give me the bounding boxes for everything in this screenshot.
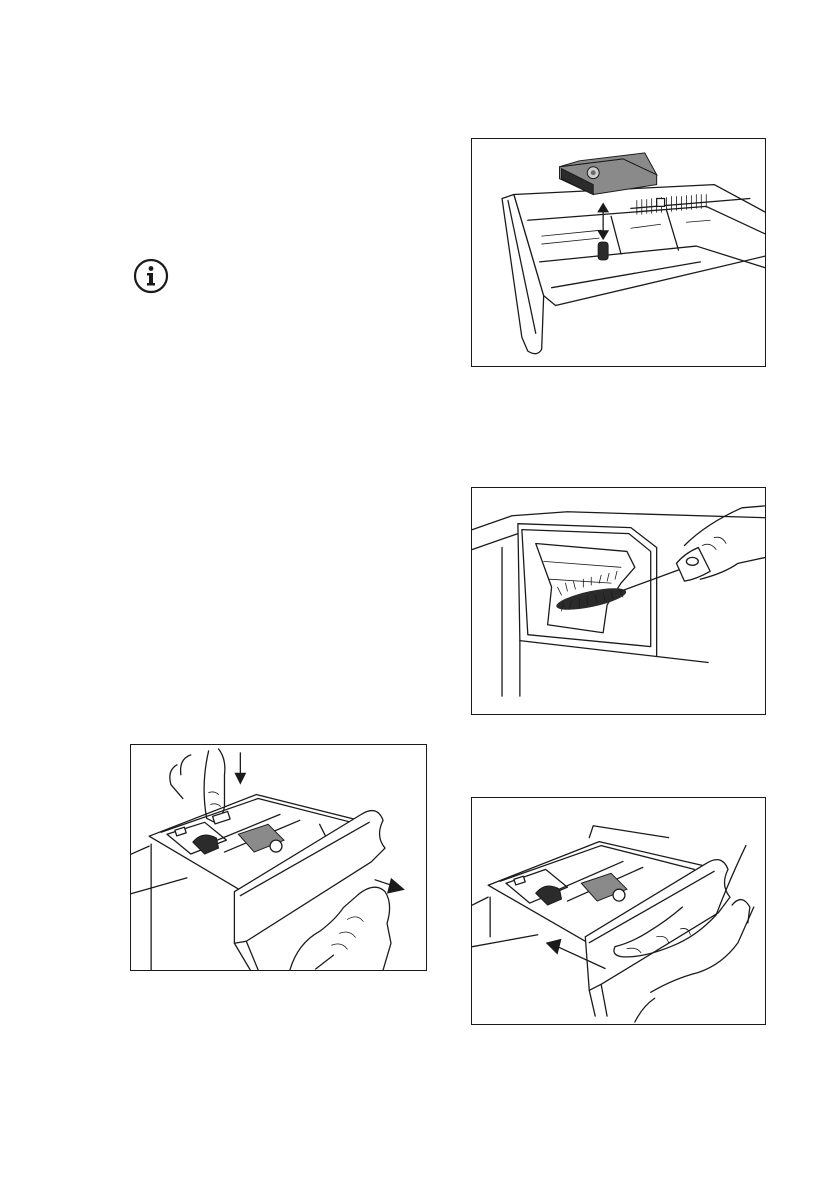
figure-dispenser-push-in	[471, 797, 766, 1025]
figure-recess-brush-cleaning	[471, 487, 766, 715]
info-icon	[133, 258, 169, 294]
dispenser-recess-cleaning-illustration	[472, 488, 765, 714]
figure-siphon-cap-removal	[471, 138, 766, 367]
dispenser-release-illustration	[131, 745, 426, 970]
dispenser-siphon-cap-illustration	[472, 139, 765, 366]
figure-dispenser-release	[130, 744, 427, 971]
pull-out-arrow	[375, 878, 405, 894]
push-down-arrow	[234, 753, 246, 785]
dispenser-push-in-illustration	[472, 798, 765, 1024]
